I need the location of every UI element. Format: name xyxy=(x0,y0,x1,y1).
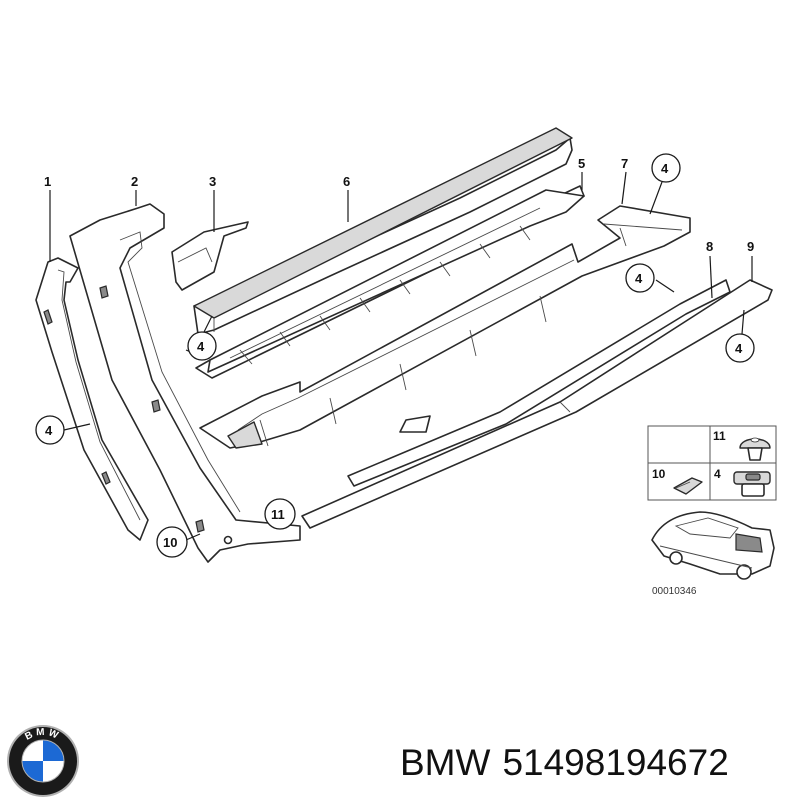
callout-5: 5 xyxy=(578,156,585,171)
part-7-lower-sill-trim xyxy=(199,205,691,449)
callouts-plain: 1 2 3 6 5 7 8 9 xyxy=(44,156,754,254)
callout-11-circle: 11 xyxy=(271,507,285,522)
legend-label-4: 4 xyxy=(714,467,721,481)
fastener-legend: 11 10 4 xyxy=(647,425,777,501)
plug-10-icon xyxy=(673,477,703,495)
part-6-upper-sill-cover xyxy=(193,127,573,335)
callout-4-circle: 4 xyxy=(45,423,53,438)
part-1-pillar-trim xyxy=(35,257,149,541)
brand-name: BMW xyxy=(400,742,491,783)
part-number: 51498194672 xyxy=(502,742,729,783)
callout-9: 9 xyxy=(747,239,754,254)
callout-4-circle: 4 xyxy=(661,161,669,176)
callout-4-circle: 4 xyxy=(635,271,643,286)
legend-label-10: 10 xyxy=(652,467,666,481)
clip-11-icon xyxy=(739,437,771,461)
callout-7: 7 xyxy=(621,156,628,171)
callout-2: 2 xyxy=(131,174,138,189)
legend-label-11: 11 xyxy=(713,429,726,443)
callout-4-circle: 4 xyxy=(735,341,743,356)
callouts-circled: 4 4 4 4 4 10 11 xyxy=(35,153,755,558)
part-3-bracket xyxy=(171,221,249,291)
callout-10-circle: 10 xyxy=(163,535,177,550)
clip-4-icon xyxy=(733,471,771,497)
part-9-outer-sill-strip xyxy=(301,279,773,529)
svg-text:BMW: BMW xyxy=(23,727,62,743)
callout-1: 1 xyxy=(44,174,51,189)
callout-6: 6 xyxy=(343,174,350,189)
car-locator-icon xyxy=(651,511,775,580)
part-5-sill-strip xyxy=(195,185,585,379)
callout-4-circle: 4 xyxy=(197,339,205,354)
bmw-logo: BMW xyxy=(7,725,79,797)
reference-code: 00010346 xyxy=(652,586,697,597)
callout-3: 3 xyxy=(209,174,216,189)
callout-8: 8 xyxy=(706,239,713,254)
part-caption: BMW 51498194672 xyxy=(400,738,794,788)
